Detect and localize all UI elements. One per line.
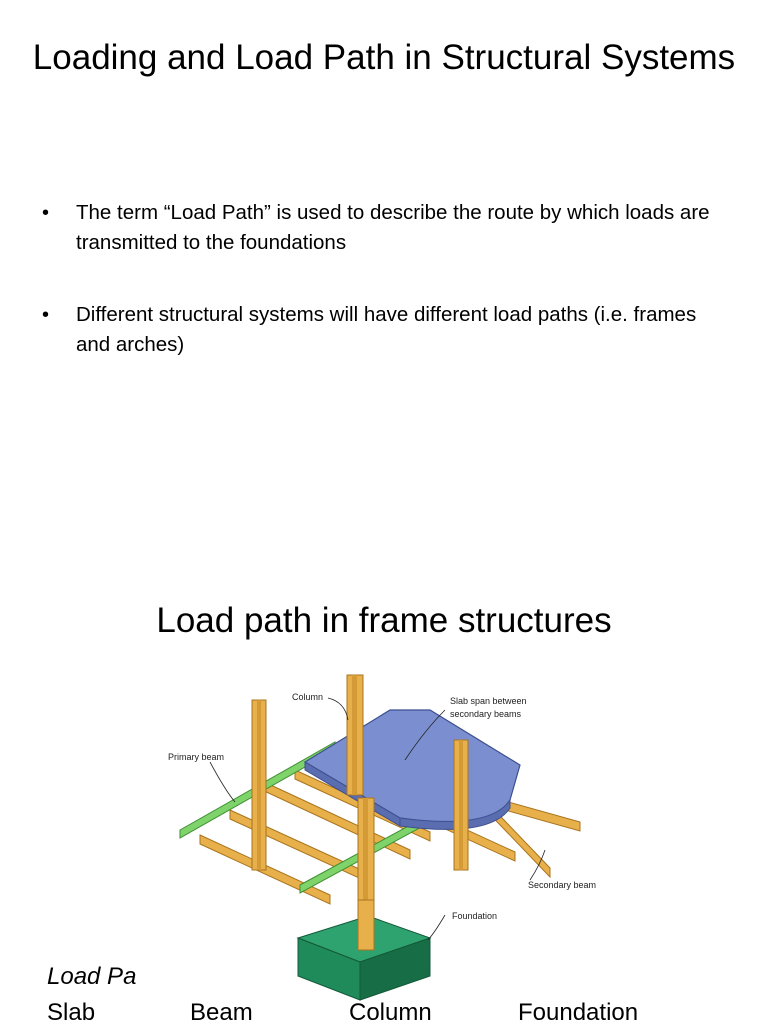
chain-item-foundation: Foundation: [518, 999, 639, 1026]
slide-title: Loading and Load Path in Structural Syst…: [32, 38, 736, 77]
foundation-label: Foundation: [452, 911, 497, 921]
secondary-beam-label: Secondary beam: [528, 880, 596, 890]
bullet-text: Different structural systems will have d…: [76, 303, 697, 356]
column-label: Column: [292, 692, 323, 702]
bullet-item: • Different structural systems will have…: [42, 300, 732, 360]
load-path-caption: Load Pa: [47, 963, 137, 990]
primary-beam-label: Primary beam: [168, 752, 224, 762]
slab-label-line2: secondary beams: [450, 709, 522, 719]
bullet-list: • The term “Load Path” is used to descri…: [42, 198, 732, 402]
slab-label: Slab span between: [450, 696, 527, 706]
slab: [303, 709, 521, 830]
chain-item-column: Column: [349, 999, 432, 1026]
bullet-text: The term “Load Path” is used to describe…: [76, 201, 710, 254]
frame-structure-illustration: Column Slab span between secondary beams…: [168, 674, 596, 1001]
leader-lines: [209, 697, 546, 941]
chain-item-slab: Slab: [47, 999, 96, 1026]
frame-structure-diagram: Column Slab span between secondary beams…: [130, 670, 630, 1024]
bullet-icon: •: [42, 202, 50, 224]
bullet-item: • The term “Load Path” is used to descri…: [42, 198, 732, 258]
load-path-chain: Slab Beam Column Foundation: [0, 996, 768, 1036]
chain-item-beam: Beam: [190, 999, 253, 1026]
bullet-icon: •: [42, 304, 50, 326]
section-title: Load path in frame structures: [156, 601, 612, 640]
foundation: [296, 899, 432, 1001]
